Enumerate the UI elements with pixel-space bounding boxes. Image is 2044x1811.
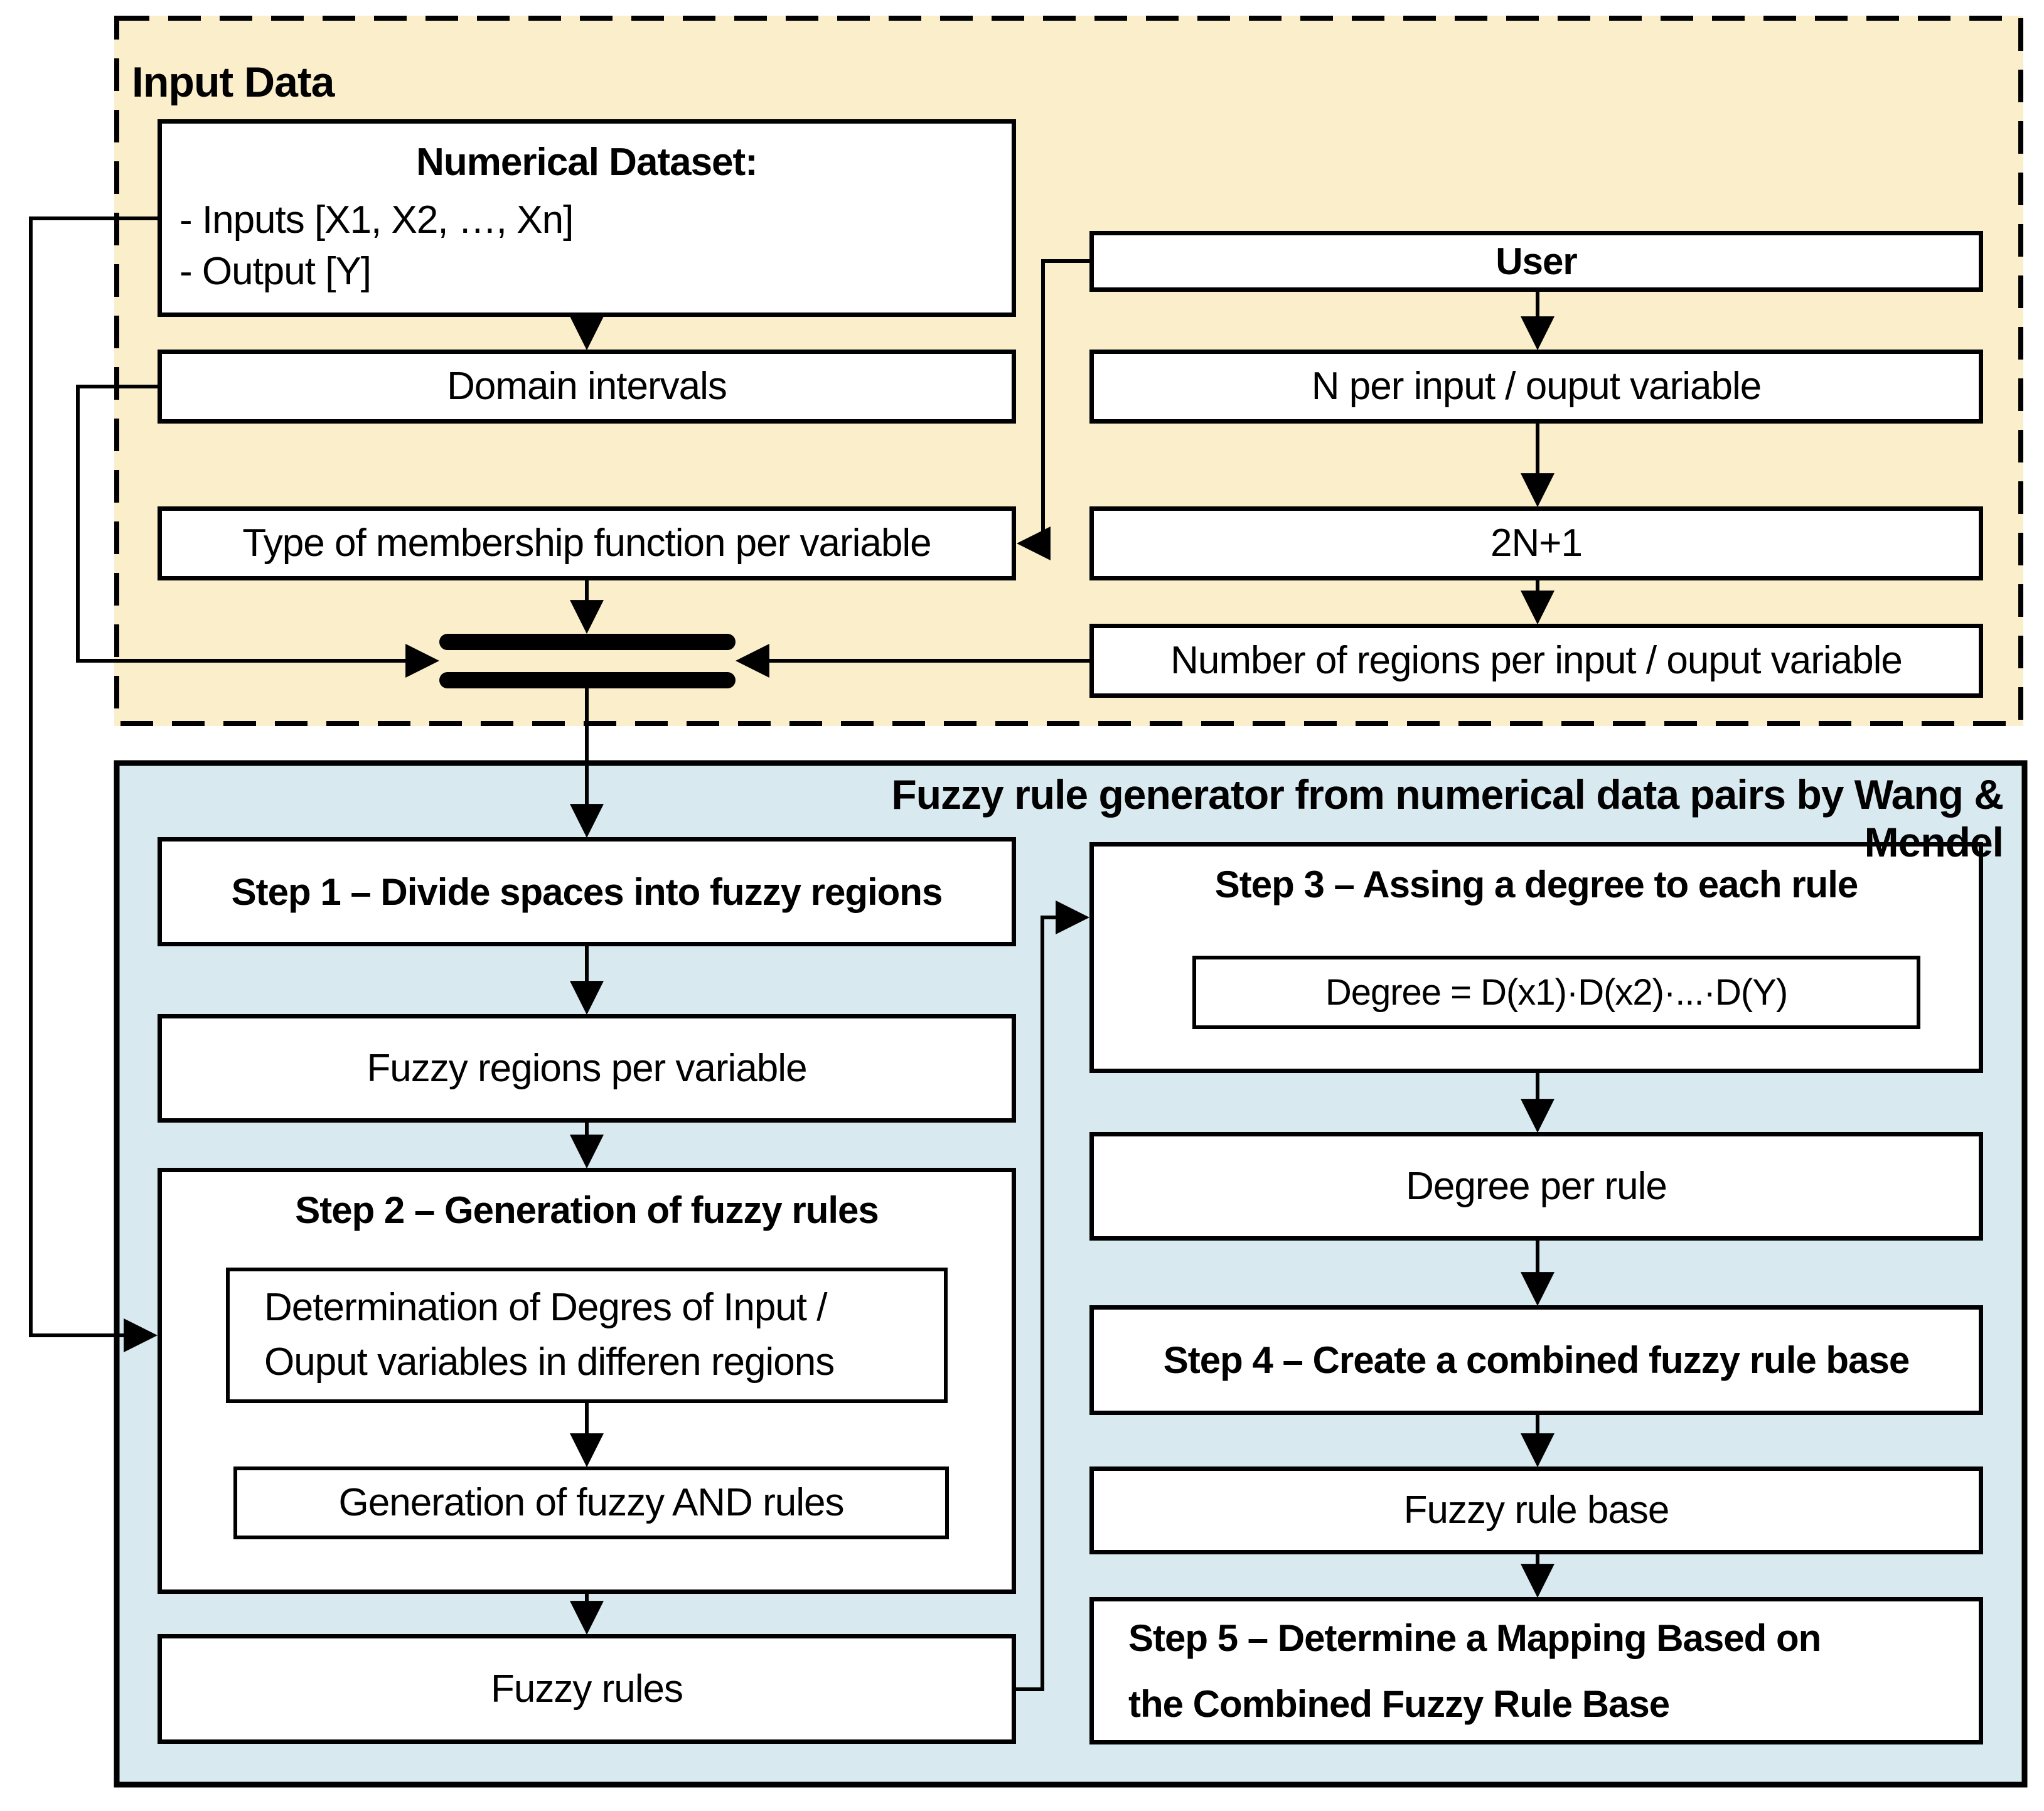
- numerical-dataset-box: Numerical Dataset: - Inputs [X1, X2, …, …: [158, 119, 1016, 317]
- and-rules-box: Generation of fuzzy AND rules: [233, 1466, 949, 1539]
- fuzzy-rules-label: Fuzzy rules: [491, 1667, 683, 1711]
- fuzzy-regions-box: Fuzzy regions per variable: [158, 1014, 1016, 1123]
- determination-line2: Ouput variables in differen regions: [264, 1340, 835, 1384]
- fuzzy-regions-label: Fuzzy regions per variable: [367, 1046, 807, 1090]
- degree-per-rule-label: Degree per rule: [1406, 1164, 1667, 1208]
- and-rules-label: Generation of fuzzy AND rules: [338, 1481, 845, 1525]
- user-label: User: [1496, 240, 1577, 282]
- num-regions-box: Number of regions per input / ouput vari…: [1089, 624, 1983, 698]
- step1-label: Step 1 – Divide spaces into fuzzy region…: [231, 870, 943, 913]
- user-box: User: [1089, 231, 1983, 292]
- membership-type-box: Type of membership function per variable: [158, 506, 1016, 580]
- membership-type-label: Type of membership function per variable: [242, 521, 931, 565]
- fuzzy-rule-base-box: Fuzzy rule base: [1089, 1466, 1983, 1554]
- degree-per-rule-box: Degree per rule: [1089, 1132, 1983, 1241]
- fuzzy-rules-box: Fuzzy rules: [158, 1634, 1016, 1744]
- determination-box: Determination of Degres of Input / Ouput…: [226, 1268, 948, 1403]
- step5-line1: Step 5 – Determine a Mapping Based on: [1128, 1616, 1821, 1659]
- step2-title: Step 2 – Generation of fuzzy rules: [295, 1189, 879, 1231]
- n-per-variable-box: N per input / ouput variable: [1089, 350, 1983, 424]
- two-n-plus-one-label: 2N+1: [1490, 521, 1583, 565]
- input-section-label: Input Data: [132, 58, 334, 106]
- step4-box: Step 4 – Create a combined fuzzy rule ba…: [1089, 1305, 1983, 1415]
- numerical-dataset-title: Numerical Dataset:: [416, 141, 758, 184]
- step4-label: Step 4 – Create a combined fuzzy rule ba…: [1163, 1339, 1910, 1381]
- numerical-dataset-output-line: - Output [Y]: [179, 249, 372, 293]
- degree-formula-label: Degree = D(x1)·D(x2)·...·D(Y): [1325, 972, 1788, 1013]
- step5-box: Step 5 – Determine a Mapping Based on th…: [1089, 1597, 1983, 1744]
- step5-line2: the Combined Fuzzy Rule Base: [1128, 1682, 1670, 1725]
- determination-line1: Determination of Degres of Input /: [264, 1286, 827, 1330]
- two-n-plus-one-box: 2N+1: [1089, 506, 1983, 580]
- domain-intervals-label: Domain intervals: [447, 365, 727, 409]
- generator-section-title: Fuzzy rule generator from numerical data…: [891, 771, 2004, 865]
- domain-intervals-box: Domain intervals: [158, 350, 1016, 424]
- num-regions-label: Number of regions per input / ouput vari…: [1170, 639, 1903, 683]
- n-per-variable-label: N per input / ouput variable: [1311, 365, 1762, 409]
- degree-formula-box: Degree = D(x1)·D(x2)·...·D(Y): [1192, 956, 1920, 1029]
- numerical-dataset-inputs-line: - Inputs [X1, X2, …, Xn]: [179, 198, 574, 242]
- fuzzy-rule-base-label: Fuzzy rule base: [1403, 1488, 1670, 1532]
